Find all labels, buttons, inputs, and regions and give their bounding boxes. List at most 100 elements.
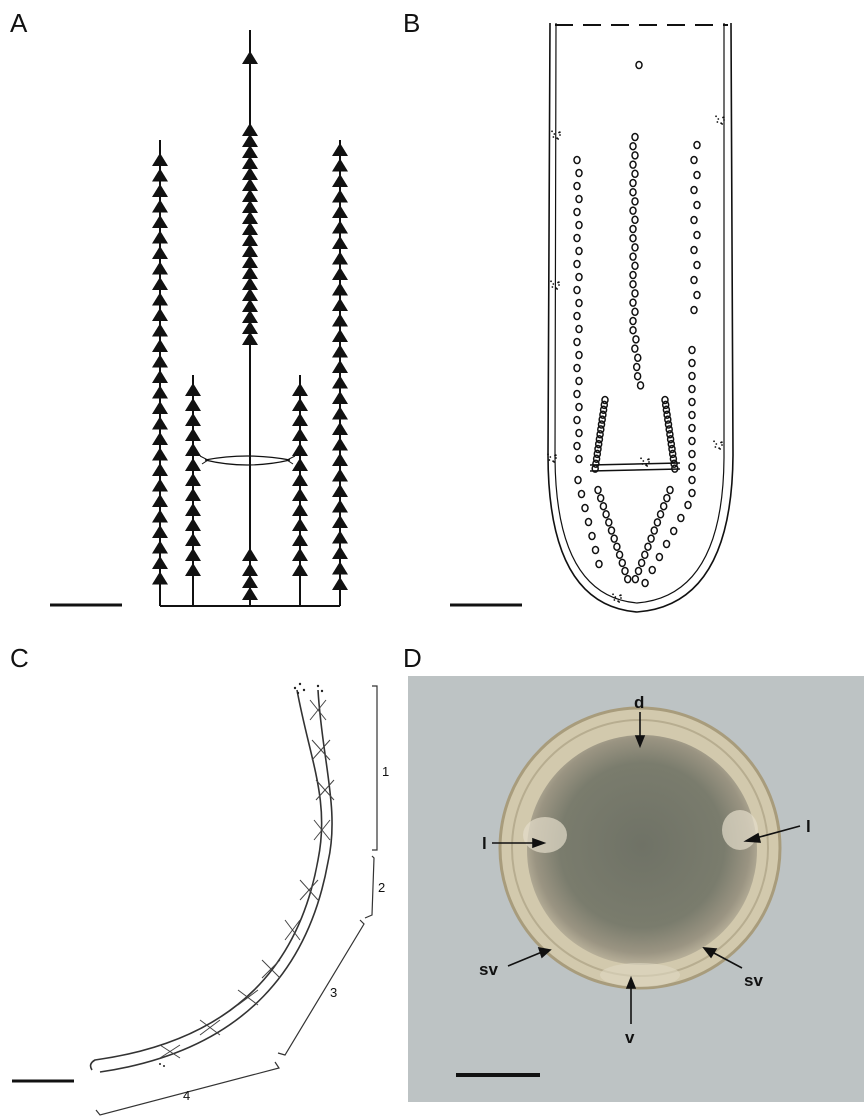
label-v: v [625, 1028, 635, 1047]
triangle-marker [242, 51, 258, 64]
triangle-marker [332, 531, 348, 544]
pore-mark [691, 247, 697, 254]
pore-mark [635, 354, 641, 361]
triangle-marker [185, 428, 201, 441]
triangle-marker [332, 143, 348, 156]
pore-mark [575, 477, 581, 484]
triangle-marker [152, 355, 168, 368]
pore-mark [595, 487, 601, 494]
speck [640, 457, 642, 459]
pore-mark [611, 535, 617, 542]
pore-mark [632, 576, 638, 583]
pore-mark [630, 207, 636, 214]
label-l-left: l [482, 834, 487, 853]
speck [716, 121, 718, 123]
pore-mark [667, 487, 673, 494]
pore-mark [574, 365, 580, 372]
pore-mark [632, 244, 638, 251]
panel-b-letter: B [403, 10, 420, 36]
pore-mark [574, 313, 580, 320]
panel-a: A [0, 0, 430, 630]
triangle-marker [332, 391, 348, 404]
triangle-marker [152, 231, 168, 244]
pore-mark [630, 318, 636, 325]
pore-mark [576, 222, 582, 229]
speck [715, 443, 717, 445]
pore-mark [691, 157, 697, 164]
pore-mark [632, 152, 638, 159]
triangle-marker [152, 215, 168, 228]
triangle-marker [185, 503, 201, 516]
speck [555, 457, 557, 459]
speck [720, 442, 722, 444]
pore-mark [689, 373, 695, 380]
pore-mark [636, 62, 642, 69]
speck [558, 284, 560, 286]
pore-mark [654, 519, 660, 526]
pore-mark [633, 336, 639, 343]
pore-mark [656, 554, 662, 561]
pore-mark [635, 373, 641, 380]
pore-mark [630, 253, 636, 260]
segment-label-2: 2 [378, 880, 385, 895]
panel-c-diagram: 1 2 3 4 [0, 635, 430, 1117]
triangle-marker [242, 575, 258, 588]
panel-d: D [400, 635, 864, 1117]
triangle-marker [332, 252, 348, 265]
triangle-marker [152, 262, 168, 275]
pore-mark [619, 559, 625, 566]
pore-mark [576, 326, 582, 333]
pore-mark [582, 505, 588, 512]
pore-mark [630, 143, 636, 150]
pore-mark [574, 443, 580, 450]
pore-mark [586, 519, 592, 526]
pore-mark [632, 345, 638, 352]
pore-mark [600, 503, 606, 510]
pore-mark [576, 430, 582, 437]
panel-a-diagram [0, 0, 430, 630]
triangle-marker [152, 510, 168, 523]
pore-mark [593, 547, 599, 554]
triangle-marker [292, 548, 308, 561]
triangle-marker [152, 370, 168, 383]
triangle-marker [332, 546, 348, 559]
triangle-marker [152, 386, 168, 399]
pore-mark [689, 425, 695, 432]
pore-mark [642, 580, 648, 587]
label-l-right: l [806, 817, 811, 836]
triangle-marker [152, 417, 168, 430]
triangle-marker [332, 577, 348, 590]
pore-mark [691, 307, 697, 314]
label-sv-left: sv [479, 960, 498, 979]
pore-mark [630, 327, 636, 334]
triangle-marker [332, 174, 348, 187]
triangle-marker [185, 383, 201, 396]
triangle-marker [152, 494, 168, 507]
pore-mark [630, 189, 636, 196]
triangle-marker [152, 525, 168, 538]
pore-mark [574, 261, 580, 268]
triangle-marker [332, 236, 348, 249]
triangle-marker [185, 443, 201, 456]
speck [721, 444, 723, 446]
pore-mark [636, 568, 642, 575]
speck [549, 456, 551, 458]
cell-body [527, 735, 757, 965]
pore-mark [642, 551, 648, 558]
triangle-marker [332, 283, 348, 296]
pore-mark [625, 576, 631, 583]
pore-mark [630, 272, 636, 279]
pore-mark [651, 527, 657, 534]
pore-mark [603, 511, 609, 518]
pore-mark [574, 339, 580, 346]
pore-mark [694, 202, 700, 209]
pore-mark [664, 541, 670, 548]
triangle-marker [332, 438, 348, 451]
speck [614, 596, 616, 598]
triangle-marker [185, 548, 201, 561]
panel-b: B [430, 0, 864, 630]
triangle-marker [185, 458, 201, 471]
triangle-marker [292, 518, 308, 531]
pore-mark [689, 490, 695, 497]
